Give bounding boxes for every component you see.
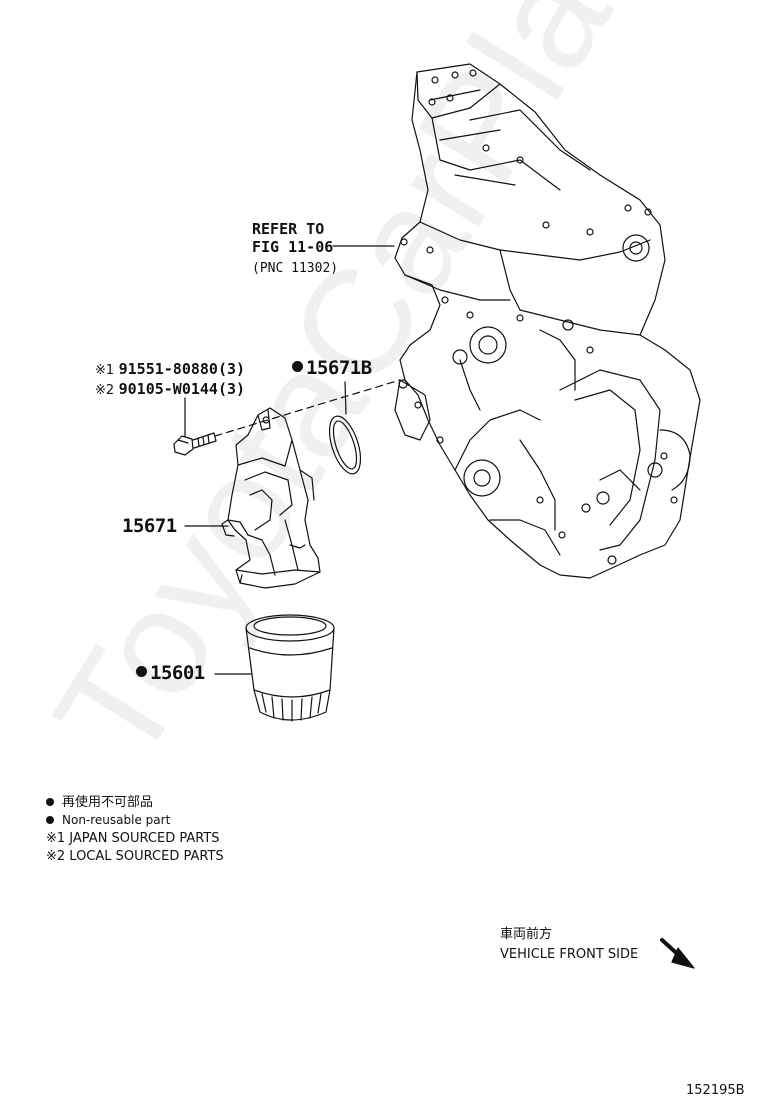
non-reusable-dot-icon xyxy=(46,815,54,824)
bolt-part-2: 90105-W0144(3) xyxy=(118,380,246,398)
refer-line3: (PNC 11302) xyxy=(252,261,339,276)
timing-cover-illustration xyxy=(394,63,701,579)
bracket-part-number: 15671 xyxy=(122,515,177,537)
filter-bracket-illustration xyxy=(221,407,321,589)
legend-en-text: Non-reusable part xyxy=(62,813,171,827)
local-source-mark: ※2 xyxy=(95,383,115,398)
filter-part-number: 15601 xyxy=(150,662,205,684)
gasket-illustration xyxy=(328,415,362,475)
non-reusable-dot-icon xyxy=(136,666,147,677)
arrow-down-right-icon xyxy=(660,938,695,969)
non-reusable-dot-icon xyxy=(46,797,54,806)
gasket-part-number: 15671B xyxy=(306,357,372,379)
bolt-part-1: 91551-80880(3) xyxy=(118,360,246,378)
figure-id: 152195B xyxy=(686,1083,745,1098)
legend-jp: 再使用不可部品 xyxy=(46,796,153,809)
legend-local-sourced: ※2 LOCAL SOURCED PARTS xyxy=(46,849,224,864)
bolt-item2: ※2 90105-W0144(3) xyxy=(95,380,246,398)
filter-label: 15601 xyxy=(136,664,205,683)
gasket-label: 15671B xyxy=(292,359,372,378)
refer-line1: REFER TO xyxy=(252,220,325,238)
alignment-dash xyxy=(214,379,401,437)
non-reusable-dot-icon xyxy=(292,361,303,372)
oil-filter-illustration xyxy=(245,614,335,722)
refer-line2: FIG 11-06 xyxy=(252,238,334,256)
legend-jp-text: 再使用不可部品 xyxy=(62,795,154,810)
gasket-leader xyxy=(344,381,347,415)
bolt-illustration xyxy=(173,432,217,456)
direction-jp: 車両前方 xyxy=(500,927,553,942)
bolt-item1: ※1 91551-80880(3) xyxy=(95,360,246,378)
direction-en: VEHICLE FRONT SIDE xyxy=(500,947,639,962)
legend-japan-sourced: ※1 JAPAN SOURCED PARTS xyxy=(46,831,220,846)
japan-source-mark: ※1 xyxy=(95,363,115,378)
legend-en: Non-reusable part xyxy=(46,814,170,826)
